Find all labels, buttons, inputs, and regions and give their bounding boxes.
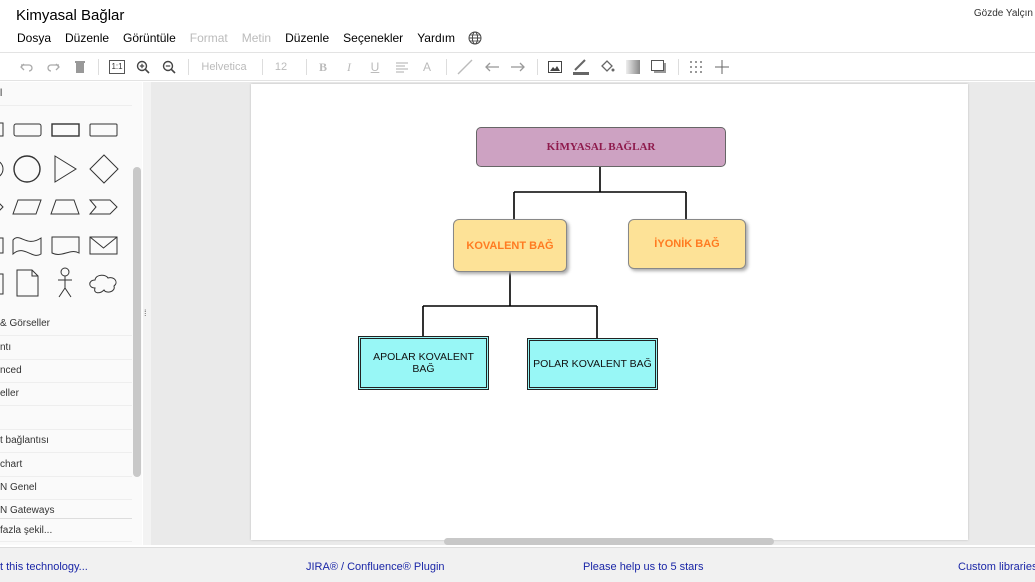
sidebar-section-blank[interactable]	[0, 406, 132, 430]
gradient-icon[interactable]	[624, 57, 642, 77]
align-icon[interactable]	[393, 57, 411, 77]
shape-diamond	[89, 154, 119, 184]
sidebar-section-images[interactable]: & Görseller	[0, 312, 132, 336]
shape-rounded-rectangle	[13, 123, 42, 137]
footer-link-jira-plugin[interactable]: JIRA® / Confluence® Plugin	[306, 561, 445, 573]
header: Kimyasal Bağlar Gözde Yalçın Dosya Düzen…	[0, 0, 1035, 52]
menu-format[interactable]: Format	[189, 31, 228, 45]
shape-envelope	[89, 236, 118, 255]
bold-button[interactable]: B	[318, 59, 327, 74]
toolbar: 1:1 Helvetica 12 B I U A	[0, 52, 1035, 81]
redo-icon[interactable]	[44, 57, 62, 77]
shape-parallelogram	[12, 199, 42, 215]
guides-icon[interactable]	[713, 57, 731, 77]
footer-link-rate-stars[interactable]: Please help us to 5 stars	[583, 561, 704, 573]
arrow-left-icon[interactable]	[482, 57, 502, 77]
menu-bar: Dosya Düzenle Görüntüle Format Metin Düz…	[10, 31, 482, 45]
menu-goruntule[interactable]: Görüntüle	[123, 31, 176, 45]
shape-actor	[60, 267, 70, 277]
toolbar-separator	[188, 59, 189, 75]
node-kovalent-bag[interactable]: KOVALENT BAĞ	[453, 219, 567, 272]
document-title[interactable]: Kimyasal Bağlar	[16, 7, 125, 24]
menu-dosya[interactable]: Dosya	[17, 31, 52, 45]
sidebar-section-general[interactable]: l	[0, 82, 132, 106]
shape-step	[88, 199, 118, 215]
menu-duzenle[interactable]: Düzenle	[65, 31, 110, 45]
sidebar-section-link[interactable]: t bağlantısı	[0, 429, 132, 453]
sidebar-scrollbar[interactable]	[133, 167, 141, 477]
node-iyonik-bag[interactable]: İYONİK BAĞ	[628, 219, 746, 269]
shape-hexagon	[0, 203, 4, 211]
shape-triangle	[54, 155, 77, 183]
menu-metin[interactable]: Metin	[241, 31, 272, 45]
toolbar-separator	[537, 59, 538, 75]
text-options-button[interactable]: A	[422, 60, 431, 74]
shape-cloud	[89, 274, 117, 294]
canvas-horizontal-scrollbar[interactable]	[444, 538, 774, 545]
toolbar-separator	[446, 59, 447, 75]
splitter-grip-icon[interactable]: ⁞	[144, 308, 147, 318]
node-kimyasal-baglar[interactable]: KİMYASAL BAĞLAR	[476, 127, 726, 167]
node-polar-kovalent-bag[interactable]: POLAR KOVALENT BAĞ	[527, 338, 658, 390]
shape-cylinder	[0, 273, 4, 295]
shape-square	[0, 122, 4, 137]
more-shapes-link[interactable]: fazla şekil...	[0, 518, 132, 542]
sidebar-section-models[interactable]: eller	[0, 382, 132, 406]
shape-rectangle	[51, 123, 80, 137]
shape-ellipse	[0, 161, 4, 177]
fill-color-icon[interactable]	[598, 57, 616, 77]
trash-icon[interactable]	[71, 57, 89, 77]
shape-circle	[13, 155, 41, 183]
sidebar-section-bpmn-general[interactable]: N Genel	[0, 476, 132, 500]
shapes-sidebar: l	[0, 82, 142, 545]
sidebar-section-advanced[interactable]: nced	[0, 359, 132, 383]
undo-icon[interactable]	[18, 57, 36, 77]
globe-icon[interactable]	[468, 31, 482, 45]
font-family-select[interactable]: Helvetica	[201, 61, 247, 73]
line-color-icon[interactable]	[571, 57, 591, 77]
grid-icon[interactable]	[687, 57, 705, 77]
shape-process	[0, 237, 4, 254]
shape-note	[16, 269, 39, 297]
footer-link-technology[interactable]: t this technology...	[0, 561, 88, 573]
shape-tape	[12, 237, 42, 256]
italic-button[interactable]: I	[347, 59, 351, 74]
menu-secenekler[interactable]: Seçenekler	[343, 31, 404, 45]
connector-line-icon[interactable]	[455, 57, 475, 77]
image-icon[interactable]	[546, 57, 564, 77]
actual-size-icon[interactable]: 1:1	[107, 57, 127, 77]
sidebar-splitter[interactable]	[143, 82, 151, 545]
zoom-in-icon[interactable]	[134, 57, 152, 77]
node-apolar-kovalent-bag[interactable]: APOLAR KOVALENT BAĞ	[358, 336, 489, 390]
sidebar-section-connections[interactable]: ntı	[0, 336, 132, 360]
toolbar-separator	[262, 59, 263, 75]
shape-trapezoid	[50, 199, 80, 215]
toolbar-separator	[306, 59, 307, 75]
font-size-select[interactable]: 12	[274, 61, 288, 73]
shape-document	[51, 236, 80, 255]
menu-yardim[interactable]: Yardım	[417, 31, 455, 45]
underline-button[interactable]: U	[370, 60, 380, 74]
sidebar-section-chart[interactable]: chart	[0, 453, 132, 477]
zoom-out-icon[interactable]	[160, 57, 178, 77]
shapes-palette	[0, 108, 132, 308]
actual-size-label: 1:1	[109, 60, 125, 74]
shape-rectangle-alt	[89, 123, 118, 137]
arrow-right-icon[interactable]	[508, 57, 528, 77]
shadow-icon[interactable]	[650, 57, 668, 77]
toolbar-separator	[98, 59, 99, 75]
footer-link-custom-libraries[interactable]: Custom libraries	[958, 561, 1035, 573]
menu-duzenle-2[interactable]: Düzenle	[285, 31, 330, 45]
user-name[interactable]: Gözde Yalçın	[973, 8, 1033, 19]
toolbar-separator	[678, 59, 679, 75]
footer: t this technology... JIRA® / Confluence®…	[0, 547, 1035, 582]
